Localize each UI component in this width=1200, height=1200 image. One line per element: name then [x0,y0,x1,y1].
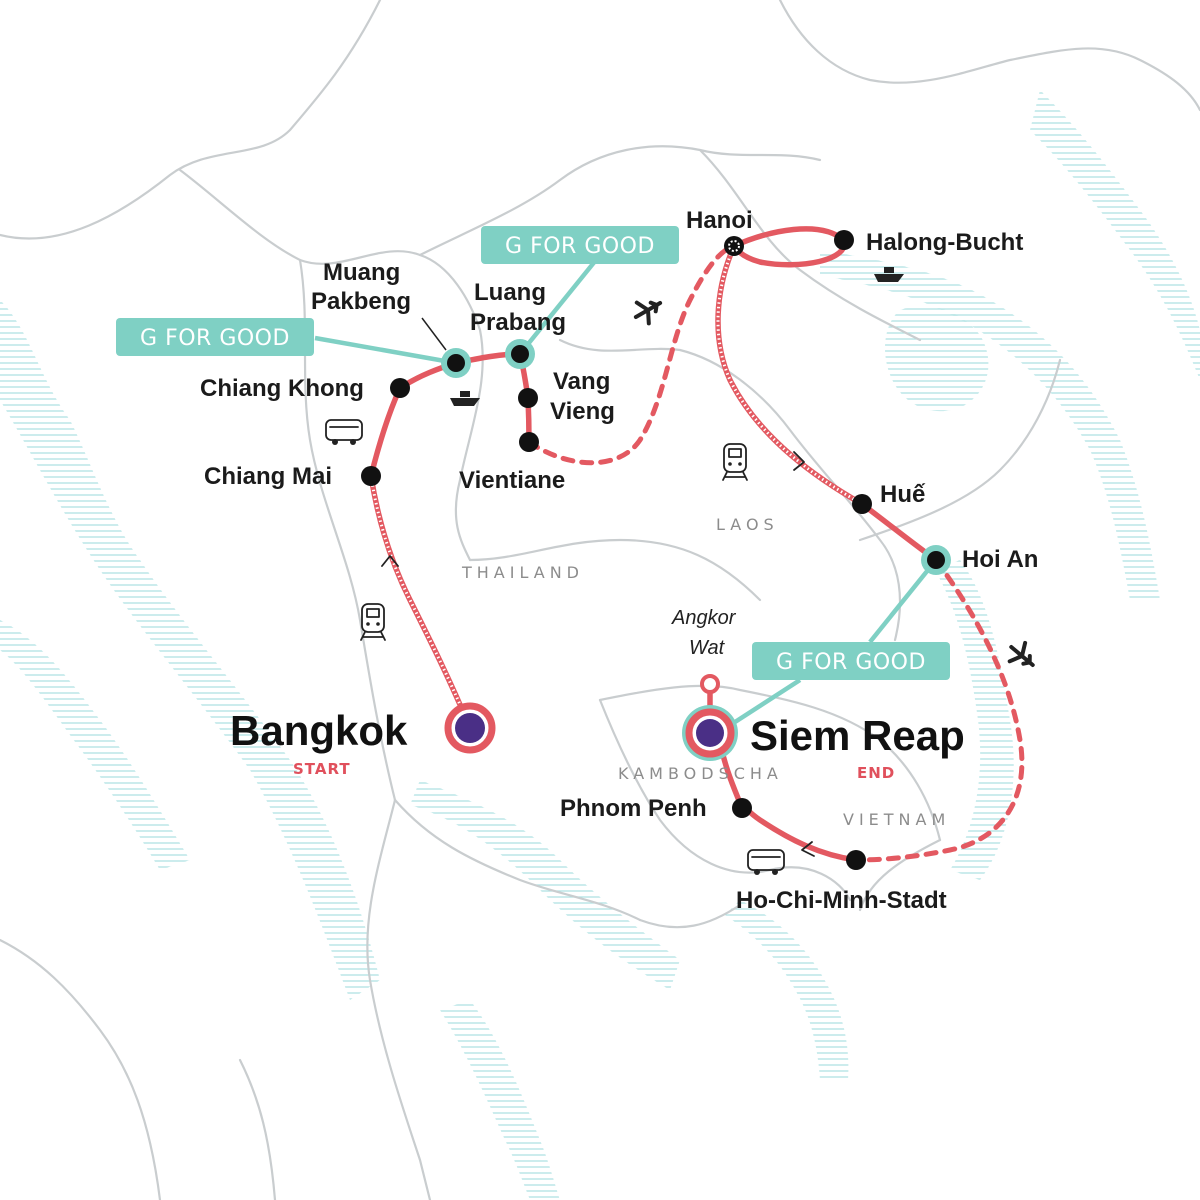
g-for-good-badge: G FOR GOOD [752,642,950,680]
city-hcmc: Ho-Chi-Minh-Stadt [736,887,947,914]
pakbeng-leader [421,317,447,351]
plane-icon [1007,640,1035,667]
city-siem-reap: Siem Reap [750,712,965,759]
stop-phnom-penh [732,798,752,818]
city-halong: Halong-Bucht [866,229,1023,256]
water-hatching [0,90,1200,1200]
boat-icon [450,391,480,406]
train-icon [722,443,748,481]
badge-connectors [314,258,938,735]
city-vang-vieng-line2: Vieng [550,398,615,425]
country-cambodia: KAMBODSCHA [618,764,783,783]
stop-vang-vieng [518,388,538,408]
stop-hanoi [724,236,744,256]
city-hue: Huế [880,481,926,508]
city-phnom-penh: Phnom Penh [560,795,707,822]
end-label: END [857,764,895,782]
stop-vientiane [519,432,539,452]
stop-hcmc [846,850,866,870]
stop-hue [852,494,872,514]
city-luang-prabang-line2: Prabang [470,309,566,336]
country-thailand: THAILAND [461,563,584,582]
g-for-good-badge: G FOR GOOD [116,318,314,356]
bus-icon [325,419,363,445]
sight-angkor-wat-line2: Wat [689,637,726,659]
boat-icon [874,267,904,282]
stop-halong [834,230,854,250]
train-icon [360,603,386,641]
stop-chiang-khong [390,378,410,398]
svg-text:G FOR GOOD: G FOR GOOD [140,326,290,351]
city-vientiane: Vientiane [459,467,565,494]
stop-luang-prabang [505,339,535,369]
sight-angkor-wat-line1: Angkor [671,607,737,629]
country-vietnam: VIETNAM [843,810,950,829]
direction-arrows [381,451,815,857]
start-marker [444,702,496,754]
stop-markers [361,230,951,870]
city-hoi-an: Hoi An [962,546,1038,573]
start-label: START [293,760,351,778]
stop-muang-pakbeng [441,348,471,378]
city-vang-vieng-line1: Vang [553,368,610,395]
city-chiang-khong: Chiang Khong [200,375,364,402]
bus-icon [747,849,785,875]
city-hanoi: Hanoi [686,207,753,234]
plane-icon [633,300,663,326]
svg-text:G FOR GOOD: G FOR GOOD [505,234,655,259]
stop-hoi-an [921,545,951,575]
city-bangkok: Bangkok [230,707,408,754]
g-for-good-badge: G FOR GOOD [481,226,679,264]
city-luang-prabang-line1: Luang [474,279,546,306]
country-laos: LAOS [716,515,779,534]
svg-text:G FOR GOOD: G FOR GOOD [776,650,926,675]
city-muang-pakbeng-line2: Pakbeng [311,288,411,315]
city-muang-pakbeng-line1: Muang [323,259,400,286]
city-chiang-mai: Chiang Mai [204,463,332,490]
end-marker [682,705,738,761]
stop-chiang-mai [361,466,381,486]
